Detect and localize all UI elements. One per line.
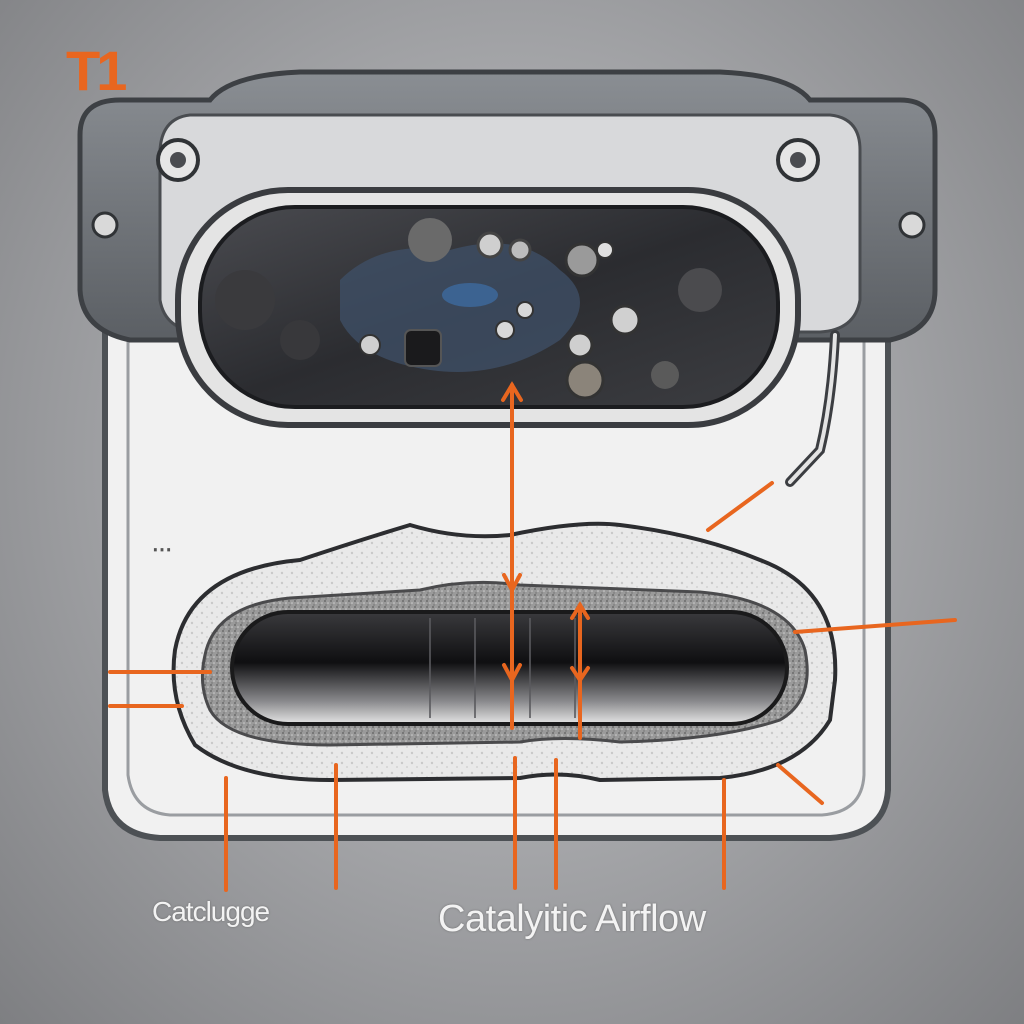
internal-components xyxy=(215,218,722,400)
side-bolt-left xyxy=(91,211,119,239)
corner-tag: T1 xyxy=(66,39,127,102)
catclugge-label: Catclugge xyxy=(152,896,270,927)
core-channels xyxy=(429,618,576,718)
catalytic-airflow-label: Catalyitic Airflow xyxy=(438,898,706,940)
mounting-bolt-right xyxy=(776,138,820,182)
side-bolt-right xyxy=(898,211,926,239)
scribble-label: ⋯ xyxy=(152,539,172,561)
leader-lines xyxy=(108,381,957,892)
housing-inner-edge xyxy=(126,330,866,817)
catalyst-core xyxy=(230,610,789,726)
mounting-bolt-left xyxy=(156,138,200,182)
